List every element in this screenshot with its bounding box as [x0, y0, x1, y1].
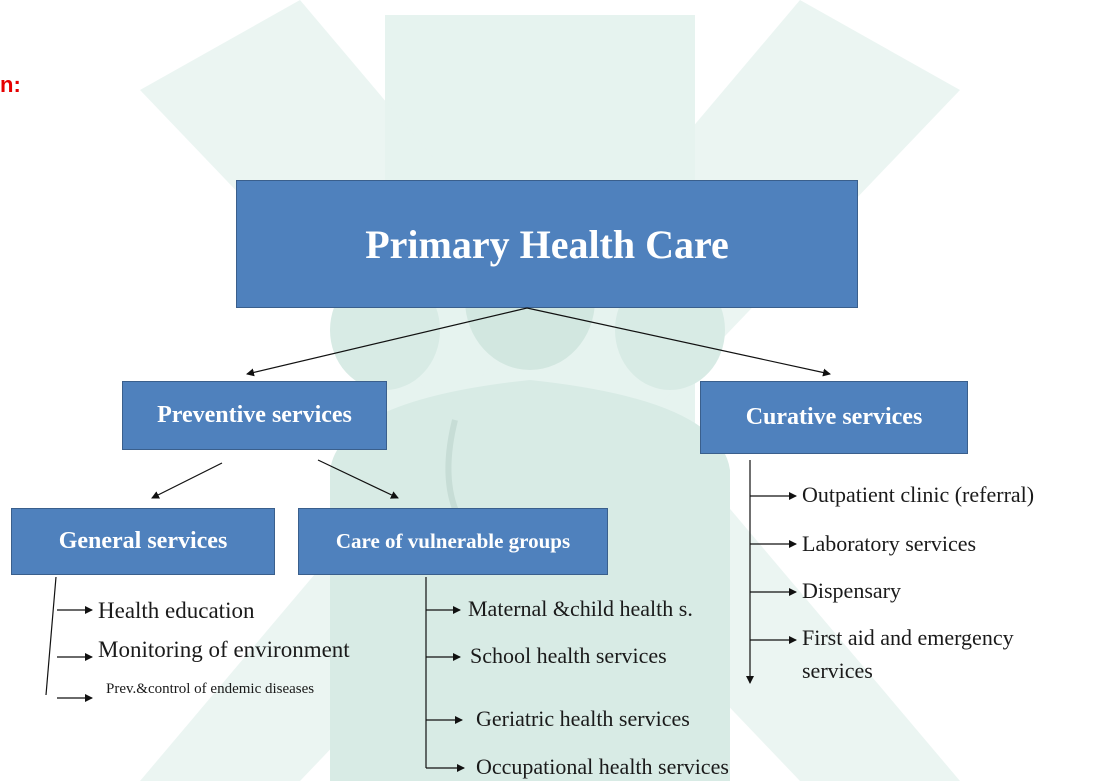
node-curative-services: Curative services [700, 381, 968, 454]
watermark-person-body [330, 380, 730, 781]
node-primary-health-care: Primary Health Care [236, 180, 858, 308]
vulnerable-item-occupational-health: Occupational health services [476, 754, 729, 779]
node-primary-health-care-label: Primary Health Care [365, 221, 729, 267]
node-general-services-label: General services [58, 528, 228, 554]
curative-item-outpatient-clinic: Outpatient clinic (referral) [802, 482, 1035, 507]
vulnerable-item-geriatric-health: Geriatric health services [476, 706, 690, 731]
general-item-prev-control-endemic: Prev.&control of endemic diseases [106, 681, 315, 697]
curative-item-first-aid-continued: services [802, 658, 873, 683]
node-curative-services-label: Curative services [745, 404, 923, 430]
node-care-of-vulnerable-groups: Care of vulnerable groups [298, 508, 608, 575]
arrow-root-to-curative [526, 307, 831, 377]
node-general-services: General services [11, 508, 275, 575]
arrow-preventive-to-general [151, 462, 223, 499]
node-care-of-vulnerable-groups-label: Care of vulnerable groups [335, 529, 571, 553]
general-item-monitoring-environment: Monitoring of environment [98, 637, 350, 662]
arrow-root-to-preventive [246, 307, 528, 377]
arrow-preventive-to-vulnerable [317, 459, 399, 499]
vulnerable-item-maternal-child: Maternal &child health s. [468, 596, 693, 621]
general-item-health-education: Health education [98, 598, 255, 623]
curative-item-first-aid: First aid and emergency [802, 625, 1014, 650]
curative-item-dispensary: Dispensary [802, 578, 901, 603]
node-preventive-services-label: Preventive services [157, 402, 352, 428]
general-trunk-line [45, 576, 57, 696]
vulnerable-item-school-health: School health services [470, 643, 667, 668]
node-preventive-services: Preventive services [122, 381, 387, 450]
curative-item-laboratory: Laboratory services [802, 531, 977, 556]
heading-fragment: n: [0, 72, 21, 97]
